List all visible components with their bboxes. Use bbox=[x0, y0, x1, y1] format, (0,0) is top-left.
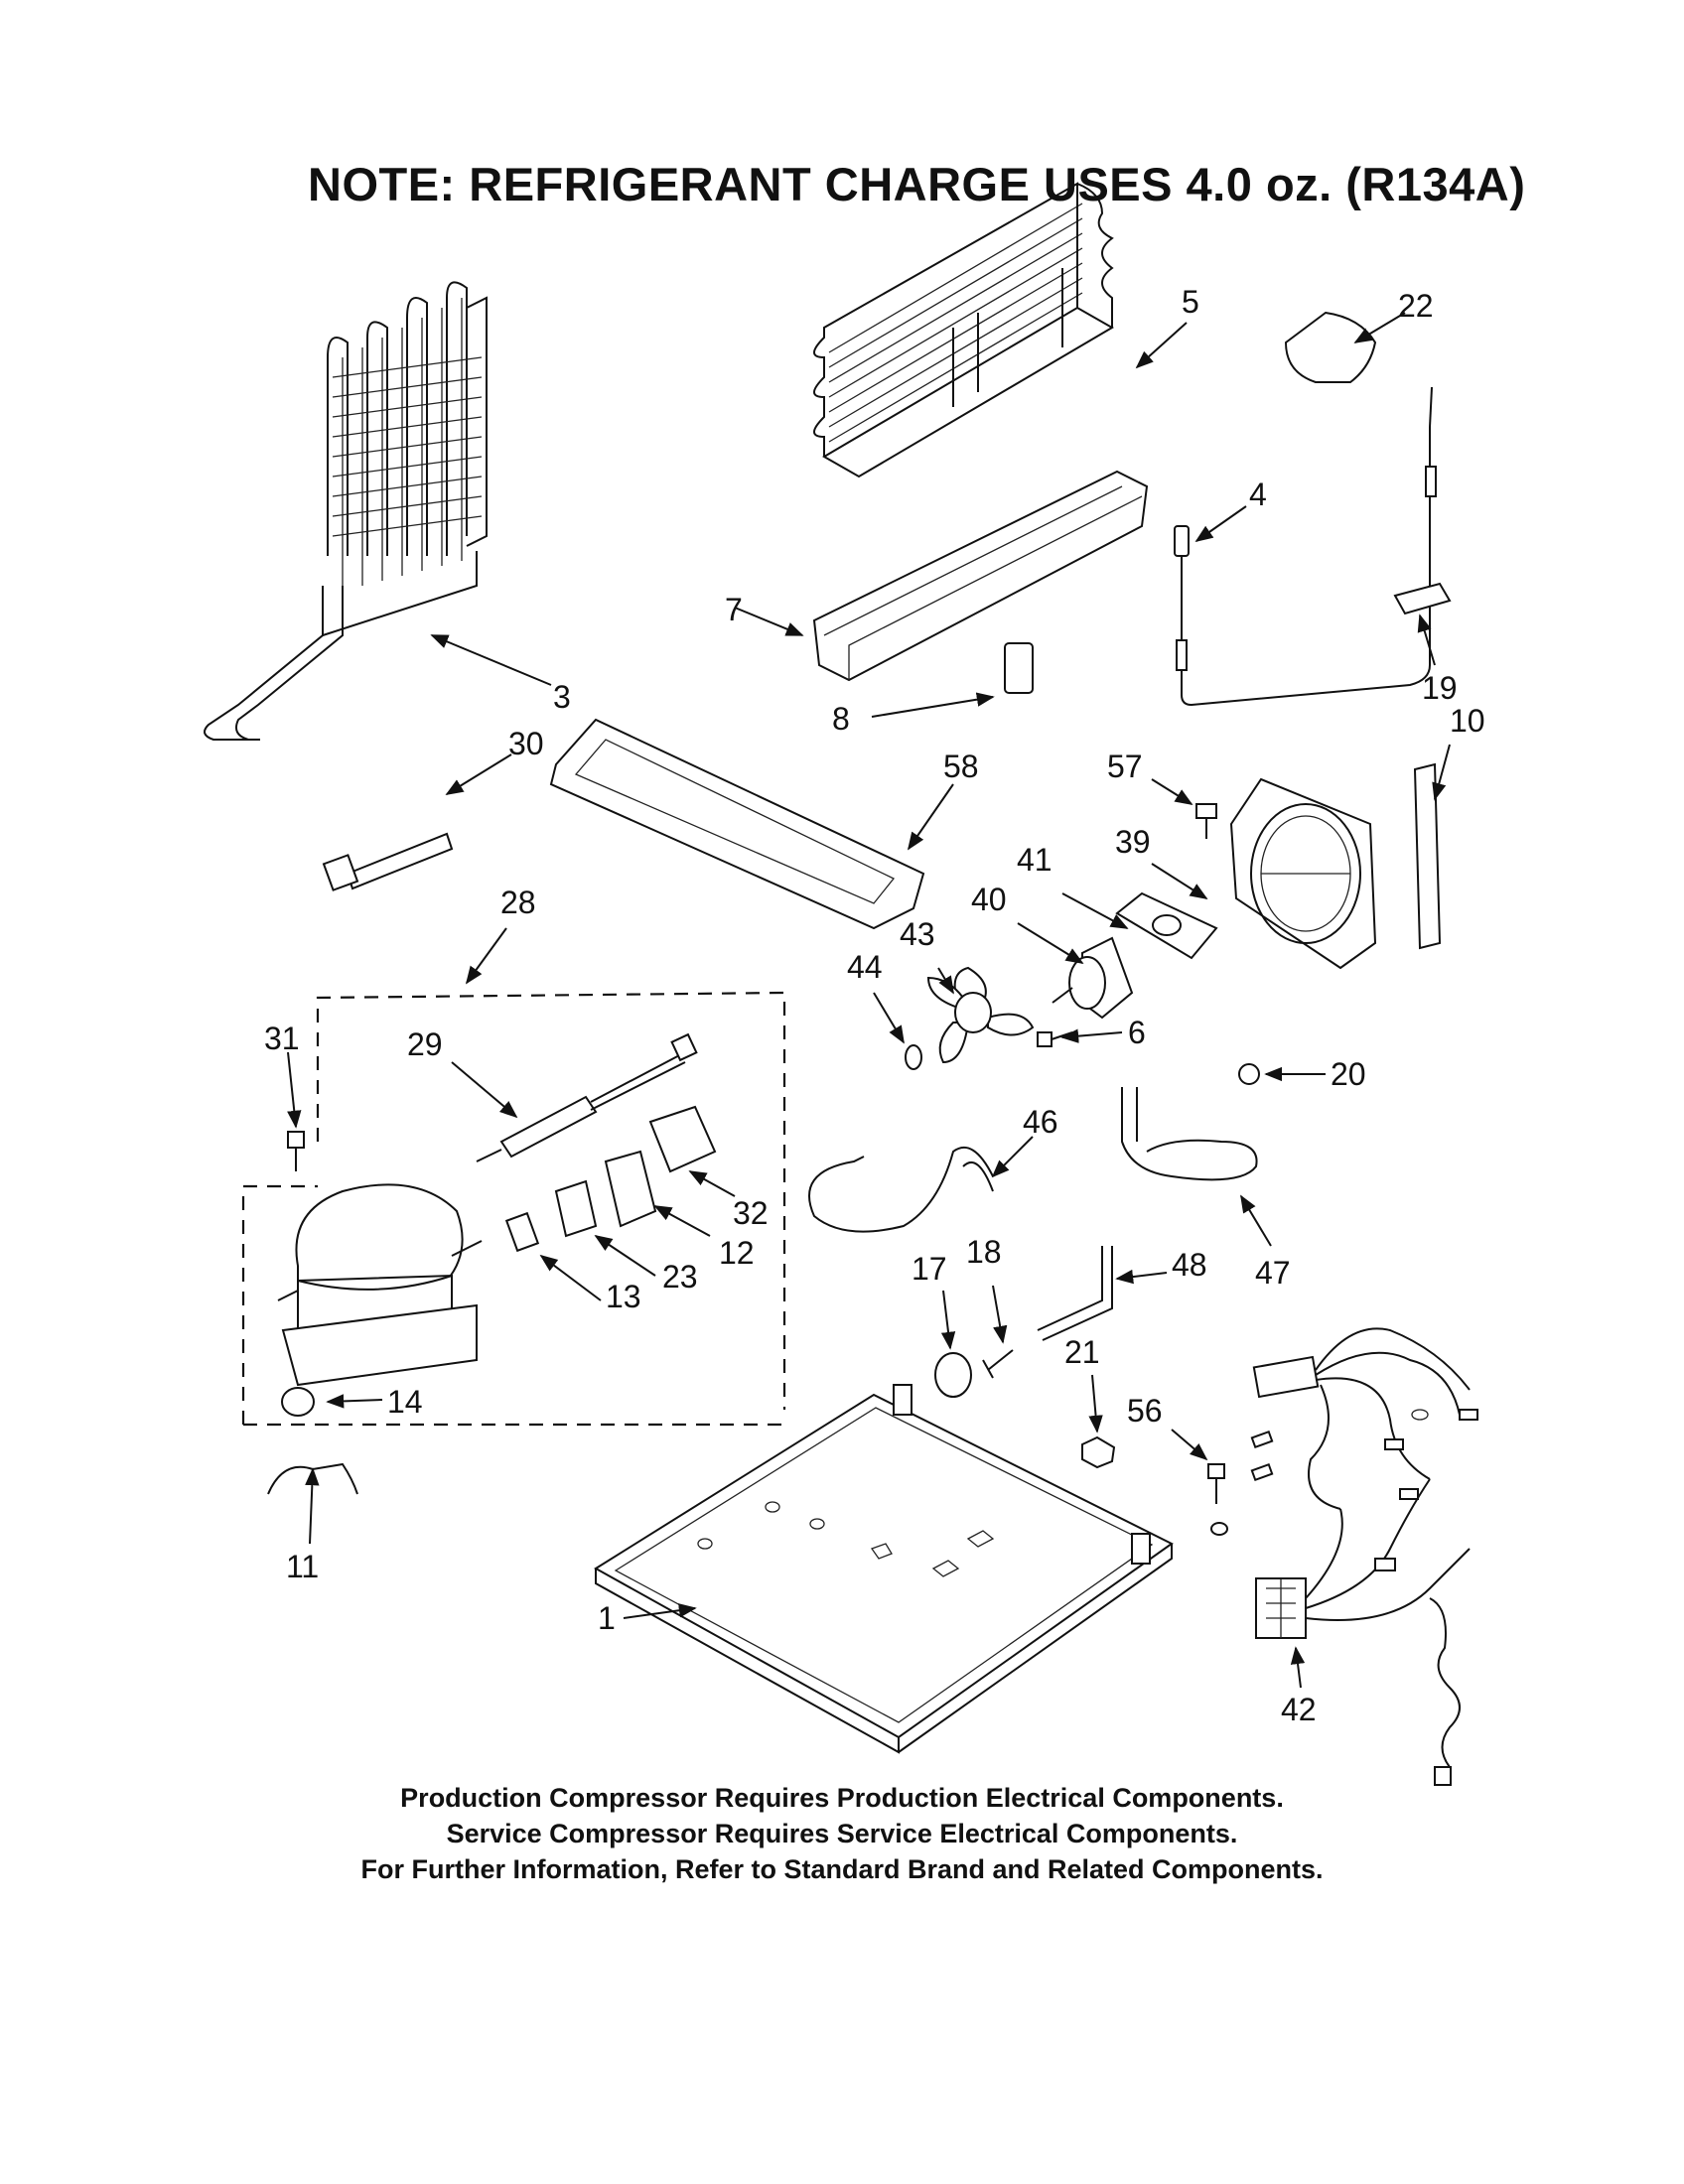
footer-note-reference: For Further Information, Refer to Standa… bbox=[360, 1854, 1324, 1884]
callout-22: 22 bbox=[1398, 288, 1434, 324]
callout-41: 41 bbox=[1017, 842, 1052, 878]
part-46-tube bbox=[808, 1146, 994, 1233]
part-28-kit-boundary bbox=[241, 991, 786, 1427]
diagram-title: NOTE: REFRIGERANT CHARGE USES 4.0 oz. (R… bbox=[308, 158, 1526, 210]
callout-6: 6 bbox=[1128, 1015, 1146, 1050]
callout-20: 20 bbox=[1331, 1056, 1366, 1092]
callout-39: 39 bbox=[1115, 824, 1151, 860]
part-23-overload bbox=[554, 1179, 598, 1238]
part-58-drain-pan bbox=[549, 718, 925, 930]
part-3-condenser bbox=[204, 281, 488, 741]
callout-47: 47 bbox=[1255, 1255, 1291, 1291]
part-6-screw bbox=[1037, 1031, 1073, 1047]
part-29-drier bbox=[476, 1032, 698, 1162]
callout-48: 48 bbox=[1172, 1247, 1207, 1283]
callout-13: 13 bbox=[606, 1279, 641, 1314]
callout-14: 14 bbox=[387, 1384, 423, 1420]
part-5-evaporator bbox=[813, 182, 1114, 478]
callout-12: 12 bbox=[719, 1235, 755, 1271]
callout-40: 40 bbox=[971, 882, 1007, 917]
part-21-nut bbox=[1081, 1435, 1116, 1469]
part-19-retainer bbox=[1393, 582, 1452, 615]
callout-29: 29 bbox=[407, 1026, 443, 1062]
callout-42: 42 bbox=[1281, 1692, 1317, 1727]
callout-56: 56 bbox=[1127, 1393, 1163, 1429]
callout-58: 58 bbox=[943, 749, 979, 784]
callout-5: 5 bbox=[1182, 284, 1199, 320]
callout-18: 18 bbox=[966, 1234, 1002, 1270]
callout-19: 19 bbox=[1422, 670, 1458, 706]
part-13-connector bbox=[504, 1211, 540, 1253]
callout-43: 43 bbox=[900, 916, 935, 952]
part-18-bolt bbox=[982, 1349, 1014, 1379]
part-43-fan-blade bbox=[926, 966, 1035, 1064]
part-40-fan-motor bbox=[1052, 936, 1134, 1020]
part-14-grommet bbox=[281, 1387, 315, 1417]
part-1-base bbox=[594, 1384, 1174, 1754]
part-30-heater bbox=[322, 832, 454, 891]
part-22-cover bbox=[1284, 311, 1377, 383]
callout-30: 30 bbox=[508, 726, 544, 761]
callout-7: 7 bbox=[725, 592, 743, 627]
part-31-screw bbox=[287, 1131, 305, 1171]
callout-1: 1 bbox=[598, 1600, 616, 1636]
part-39-fan-shroud bbox=[1229, 777, 1377, 970]
footer-note-production: Production Compressor Requires Productio… bbox=[400, 1783, 1284, 1813]
part-32-capacitor bbox=[648, 1105, 717, 1173]
callout-4: 4 bbox=[1249, 477, 1267, 512]
part-48-tube bbox=[1037, 1246, 1113, 1341]
part-57-screw bbox=[1195, 803, 1217, 839]
part-11-clip bbox=[267, 1462, 358, 1495]
part-8-clip bbox=[1004, 642, 1034, 694]
part-20-grommet bbox=[1238, 1063, 1260, 1085]
part-56-screw bbox=[1207, 1463, 1228, 1536]
callout-44: 44 bbox=[847, 949, 883, 985]
callout-10: 10 bbox=[1450, 703, 1485, 739]
part-4-sensor-wire bbox=[1174, 386, 1437, 707]
callout-23: 23 bbox=[662, 1259, 698, 1295]
part-47-tube bbox=[1121, 1087, 1258, 1181]
part-42-wire-harness bbox=[1250, 1327, 1478, 1786]
footer-note-service: Service Compressor Requires Service Elec… bbox=[446, 1819, 1238, 1848]
callout-8: 8 bbox=[832, 701, 850, 737]
part-10-strip bbox=[1413, 762, 1442, 950]
part-7-trough bbox=[812, 470, 1149, 682]
part-17-roller bbox=[934, 1352, 972, 1398]
callout-57: 57 bbox=[1107, 749, 1143, 784]
callout-28: 28 bbox=[500, 885, 536, 920]
callout-32: 32 bbox=[733, 1195, 769, 1231]
callout-17: 17 bbox=[912, 1251, 947, 1287]
part-12-relay bbox=[604, 1150, 657, 1228]
part-44-washer bbox=[905, 1044, 922, 1070]
callout-11: 11 bbox=[286, 1549, 320, 1584]
callout-21: 21 bbox=[1064, 1334, 1100, 1370]
callout-3: 3 bbox=[553, 679, 571, 715]
compressor bbox=[277, 1183, 483, 1387]
callout-46: 46 bbox=[1023, 1104, 1058, 1140]
part-41-bracket bbox=[1115, 891, 1218, 960]
callout-31: 31 bbox=[264, 1021, 300, 1056]
